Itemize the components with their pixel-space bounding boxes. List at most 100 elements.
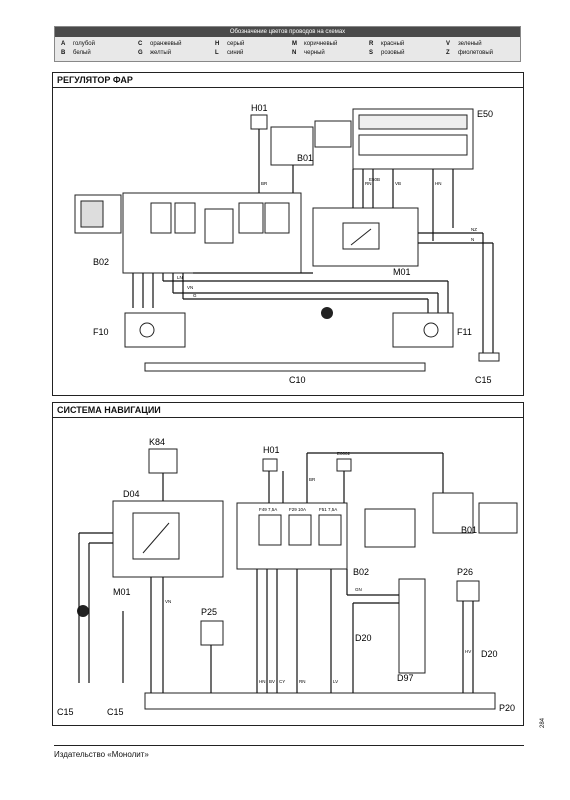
label-p20: P20 — [499, 703, 515, 713]
legend-title: Обозначение цветов проводов на схемах — [55, 27, 520, 37]
wire-label: BR — [309, 477, 316, 482]
display-e50 — [352, 108, 474, 170]
label-e50-plug: E50B — [369, 177, 380, 182]
label-plug: E0002 — [337, 451, 351, 456]
headlight-regulator-diagram: H01 E50 B01 B02 M01 F10 F11 C10 C15 E50B… — [74, 103, 500, 385]
wire-label: F49 7,5A — [259, 507, 277, 512]
connector-c10 — [144, 362, 426, 372]
label-c15: C15 — [475, 375, 492, 385]
wire-label: VN — [187, 285, 193, 290]
label-h01: H01 — [263, 445, 280, 455]
fuse-f29 — [288, 514, 312, 546]
label-k84: K84 — [149, 437, 165, 447]
wire-label: BR — [261, 181, 268, 186]
connector-d97 — [398, 578, 426, 674]
wire-label: G — [193, 293, 197, 298]
navigation-system-diagram: K84 D04 M01 H01 B02 B01 P25 P26 D20 D20 … — [57, 437, 518, 717]
wire-label: VB — [395, 181, 401, 186]
switch-h01 — [250, 114, 268, 130]
label-d20-right: D20 — [481, 649, 498, 659]
publisher: Издательство «Монолит» — [54, 750, 149, 759]
wire-label: LV — [333, 679, 338, 684]
fuse-f49 — [258, 514, 282, 546]
component-k84 — [148, 448, 178, 474]
wire-label: CY — [279, 679, 285, 684]
sensor-p25 — [200, 620, 224, 646]
wire-label: HV — [465, 649, 471, 654]
label-b02: B02 — [93, 257, 109, 267]
label-m01: M01 — [393, 267, 411, 277]
fuse-b01 — [270, 126, 314, 166]
label-h01: H01 — [251, 103, 268, 113]
wiring-lines — [132, 129, 494, 353]
label-p25: P25 — [201, 607, 217, 617]
connector-p20 — [144, 692, 496, 710]
ground-symbol — [77, 605, 89, 617]
wire-label: BV — [269, 679, 275, 684]
panel-navigation-system: СИСТЕМА НАВИГАЦИИ — [52, 402, 524, 726]
fuse-f16 — [150, 202, 172, 234]
ground-symbol — [321, 307, 333, 319]
wiring-lines — [78, 452, 474, 693]
control-module-m01 — [312, 207, 419, 267]
label-b01: B01 — [461, 525, 477, 535]
headlight-f11 — [392, 312, 454, 348]
label-m01: M01 — [113, 587, 131, 597]
label-d20-left: D20 — [355, 633, 372, 643]
wire-label: F51 7,5A — [319, 507, 337, 512]
label-c15-mid: C15 — [107, 707, 124, 717]
fuse-f37 — [238, 202, 264, 234]
label-b02: B02 — [353, 567, 369, 577]
label-f11: F11 — [457, 327, 472, 337]
panel-headlight-regulator: РЕГУЛЯТОР ФАР — [52, 72, 524, 396]
fuse-f18 — [174, 202, 196, 234]
wire-label: N — [471, 237, 474, 242]
switch-h01 — [262, 458, 278, 472]
wire-label: NZ — [471, 227, 477, 232]
fuse-box-b02 — [236, 502, 348, 570]
footer-rule — [54, 745, 524, 746]
relay-box — [204, 208, 234, 244]
fuse-f51 — [318, 514, 342, 546]
connector-c15 — [478, 352, 500, 362]
wire-label: VN — [165, 599, 171, 604]
panel-title: СИСТЕМА НАВИГАЦИИ — [57, 405, 161, 415]
navigation-module-m01 — [112, 500, 224, 578]
headlight-f10 — [124, 312, 186, 348]
panel-divider — [53, 417, 523, 418]
label-c10: C10 — [289, 375, 306, 385]
label-p26: P26 — [457, 567, 473, 577]
label-d04: D04 — [123, 489, 140, 499]
label-f10: F10 — [93, 327, 109, 337]
label-d97: D97 — [397, 673, 414, 683]
page-number: 284 — [540, 717, 546, 728]
wire-label: F29 10A — [289, 507, 306, 512]
label-b01: B01 — [297, 153, 313, 163]
inset-fuse-layout — [74, 194, 122, 234]
inset-fuse-layout — [364, 508, 416, 548]
panel-title: РЕГУЛЯТОР ФАР — [57, 75, 133, 85]
label-c15-left: C15 — [57, 707, 74, 717]
wire-label: RN — [299, 679, 306, 684]
wire-label: RN — [365, 181, 372, 186]
wire-label: HN — [435, 181, 442, 186]
wire-label: GN — [355, 587, 362, 592]
fuse-f38 — [264, 202, 290, 234]
plug-e0002 — [336, 458, 352, 472]
wire-label: LN — [177, 275, 183, 280]
sensor-p26 — [456, 580, 480, 602]
wire-label: HN — [259, 679, 266, 684]
